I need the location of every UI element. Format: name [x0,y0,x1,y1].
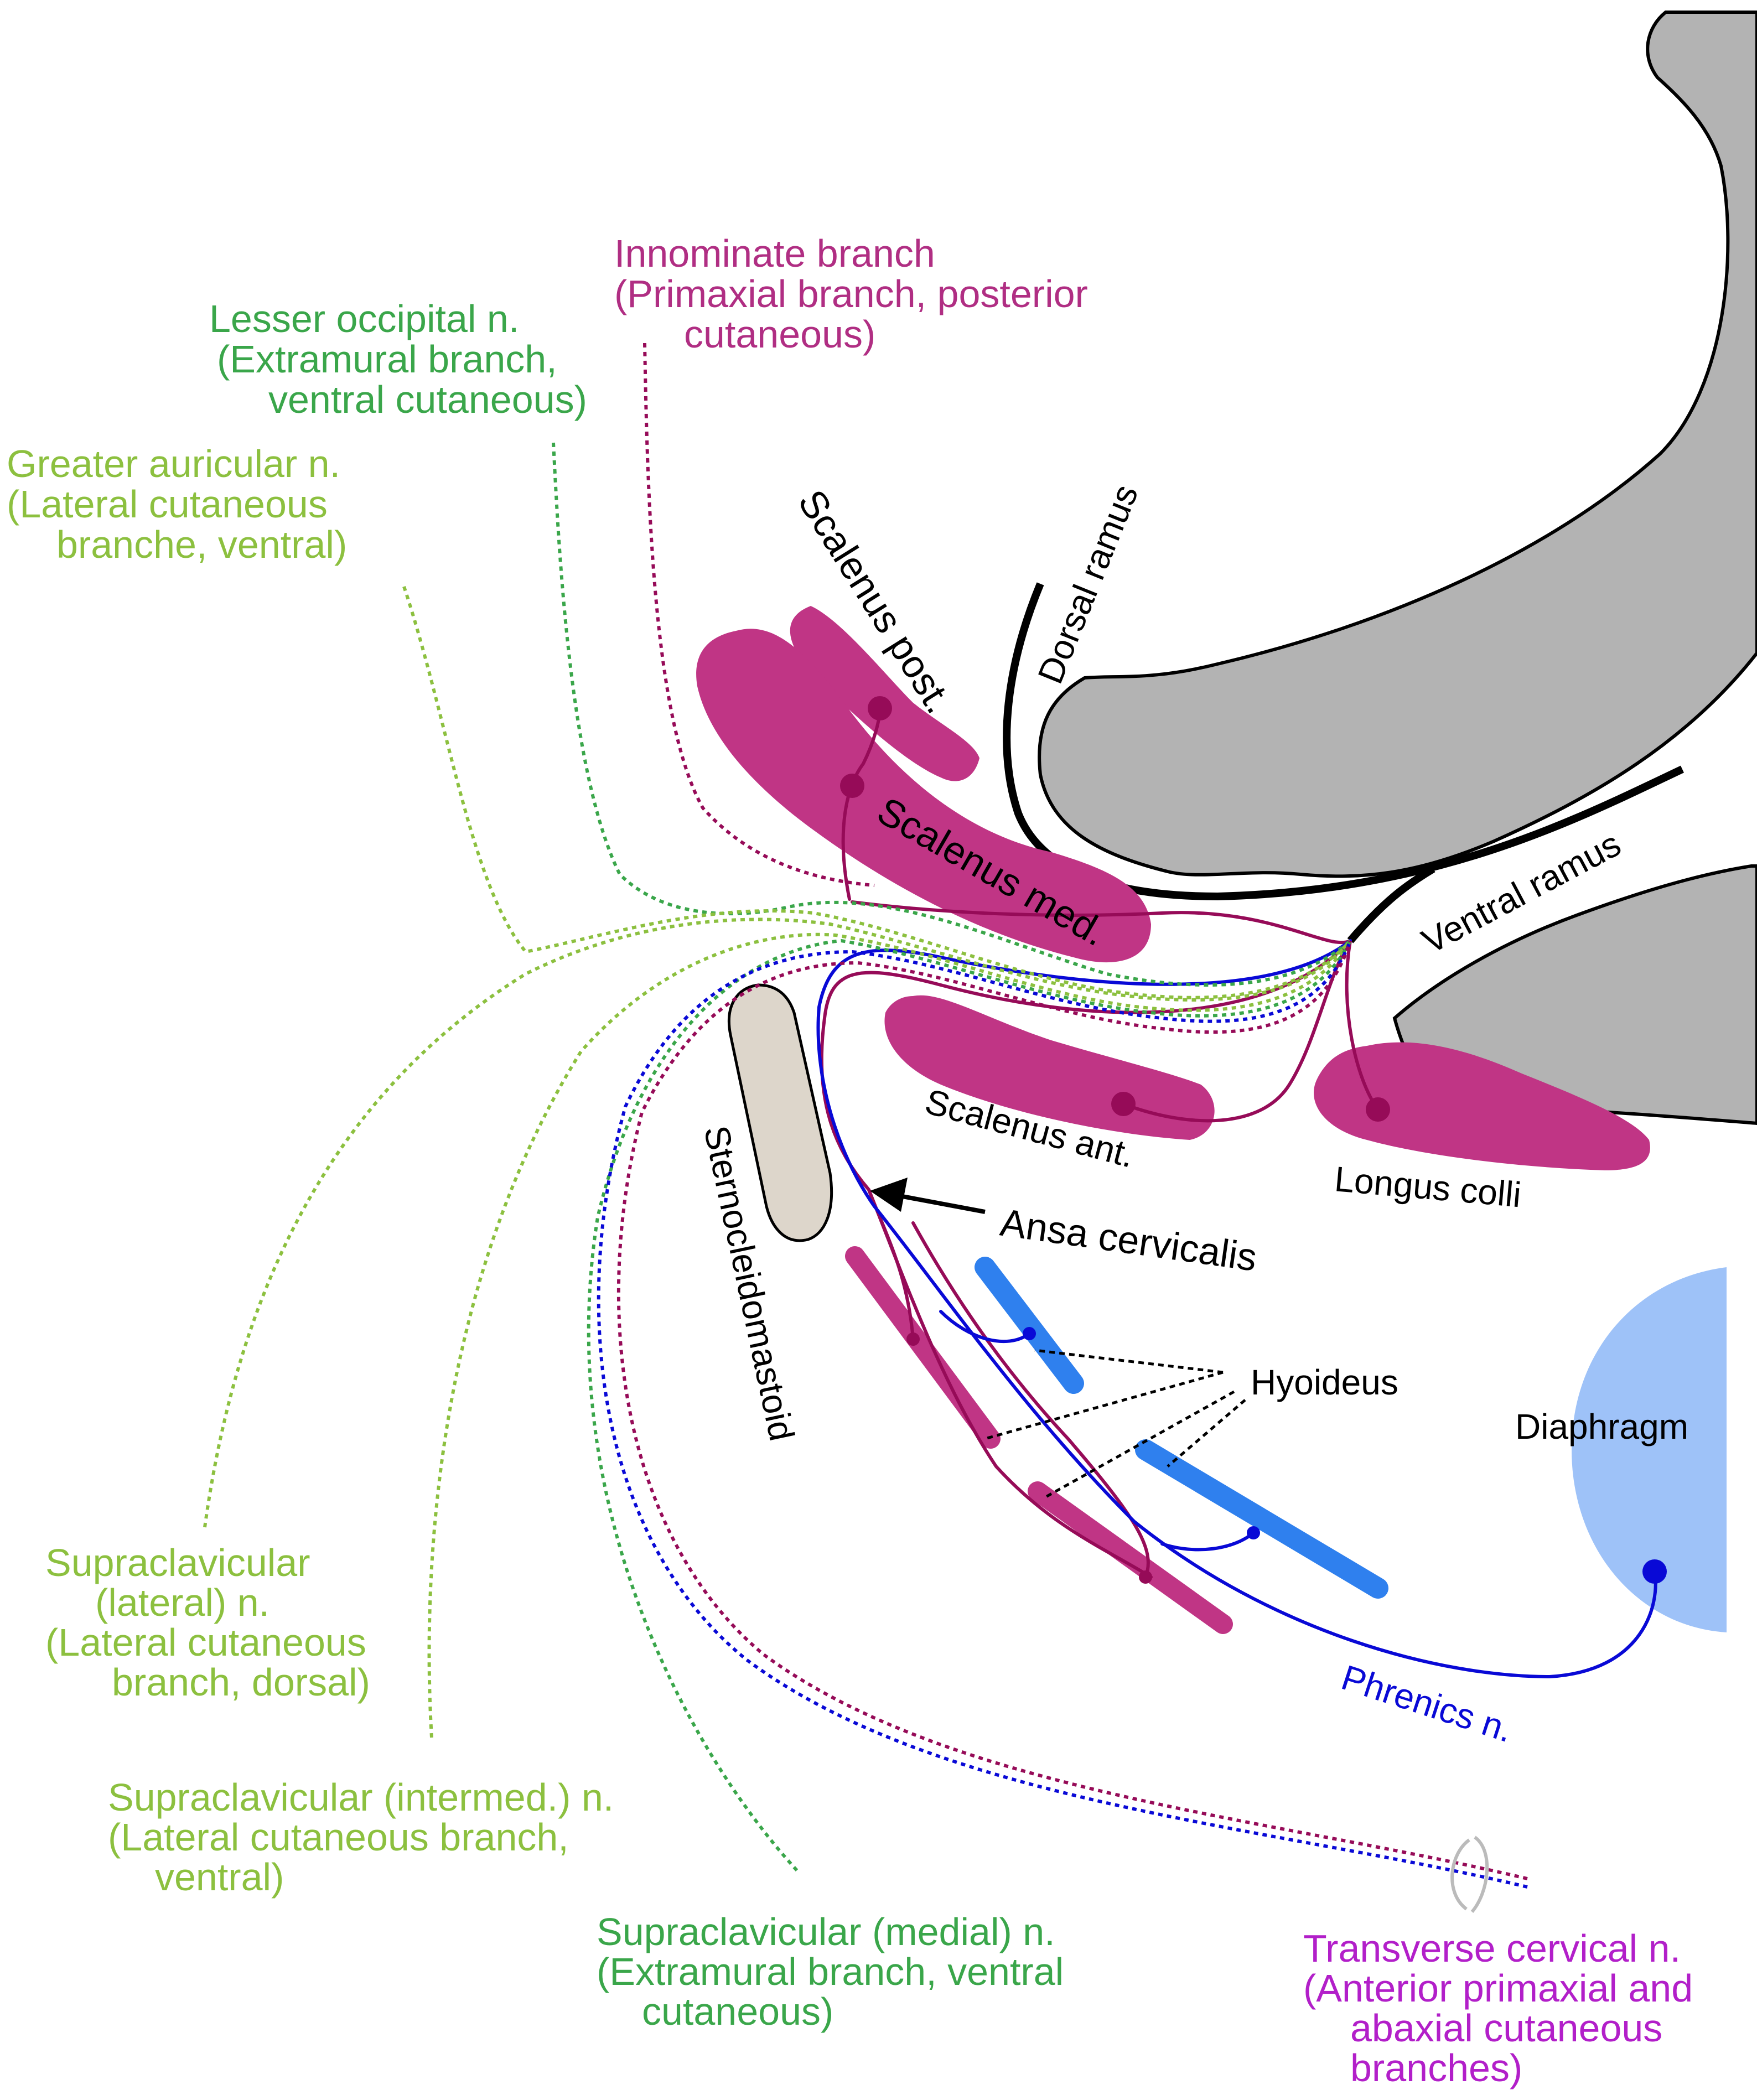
hyoid-muscle-magenta-2 [1028,1481,1233,1634]
ansa-cervicalis-label: Ansa cervicalis [998,1201,1260,1279]
diaphragm-label: Diaphragm [1515,1407,1688,1446]
ansa-arrow-head [870,1178,908,1212]
hyoideus-leader-4 [1167,1399,1246,1468]
scalenus-med-muscle [696,629,1151,963]
ventral-ramus-line [1347,865,1435,943]
ansa-branch-2 [911,1221,1150,1579]
supraclavicular-intermed-label: Supraclavicular (intermed.) n. (Lateral … [108,1776,625,1899]
diaphragm-shape [1572,1267,1727,1632]
supraclavicular-medial-label: Supraclavicular (medial) n. (Extramural … [597,1910,1075,2033]
endplate-diaphragm [1642,1559,1667,1584]
sternocleidomastoid-muscle [727,983,833,1242]
vertebra-upper-bone [1038,11,1757,878]
endplate-scalenus-post [868,696,892,720]
endplate-hyoid-blue-2 [1247,1526,1260,1539]
nerve-to-longus-colli [1345,939,1380,1111]
innominate-branch-nerve [643,343,875,887]
supraclavicular-lateral-label: Supraclavicular (lateral) n. (Lateral cu… [45,1541,377,1704]
transverse-cervical-nerve-blue [597,940,1528,1889]
phrenic-branch-hyoid-2 [1160,1531,1255,1552]
phrenic-nerve [816,939,1657,1679]
innominate-label: Innominate branch (Primaxial branch, pos… [614,232,1098,356]
lesser-occipital-label: Lesser occipital n. (Extramural branch, … [209,297,587,421]
hyoideus-leader-1 [1034,1349,1224,1374]
nerve-to-scalenus-med [851,900,1352,945]
nerve-to-scalenus-ant [1122,939,1352,1123]
dorsal-ramus-label: Dorsal ramus [1030,479,1146,689]
hyoid-muscle-blue-2 [1135,1439,1388,1599]
phrenic-branch-hyoid-1 [939,1310,1031,1343]
greater-auricular-label: Greater auricular n. (Lateral cutaneous … [7,442,351,566]
longus-colli-label: Longus colli [1333,1159,1523,1215]
endplate-hyoid-magenta-1 [906,1332,920,1346]
transverse-cervical-nerve-magenta [616,940,1528,1880]
dorsal-ramus-line [1003,582,1684,901]
phrenics-label: Phrenics n. [1337,1657,1518,1750]
endplate-hyoid-magenta-2 [1139,1570,1152,1584]
hyoid-muscle-blue-1 [975,1257,1084,1394]
supraclavicular-intermed-nerve [427,932,1352,1738]
endplate-scalenus-med [840,774,864,798]
hyoideus-leader-3 [1045,1390,1235,1498]
lesser-occipital-nerve [552,442,1351,987]
hyoideus-label: Hyoideus [1251,1362,1398,1402]
hyoid-muscle-magenta-1 [845,1246,1001,1449]
scalenus-post-muscle [790,606,979,781]
nerve-to-scalenus-post [841,707,882,901]
transverse-cervical-label: Transverse cervical n. (Anterior primaxi… [1303,1927,1704,2089]
greater-auricular-nerve [402,586,1352,999]
hyoideus-leader-2 [984,1371,1224,1440]
endplate-scalenus-ant [1111,1092,1136,1116]
endplate-hyoid-blue-1 [1023,1327,1036,1340]
supraclavicular-medial-nerve [587,938,1352,1872]
longus-colli-muscle [1314,1042,1650,1170]
cut-mark [1450,1835,1489,1913]
ansa-arrow-line [896,1193,986,1214]
endplate-longus-colli [1366,1097,1390,1122]
